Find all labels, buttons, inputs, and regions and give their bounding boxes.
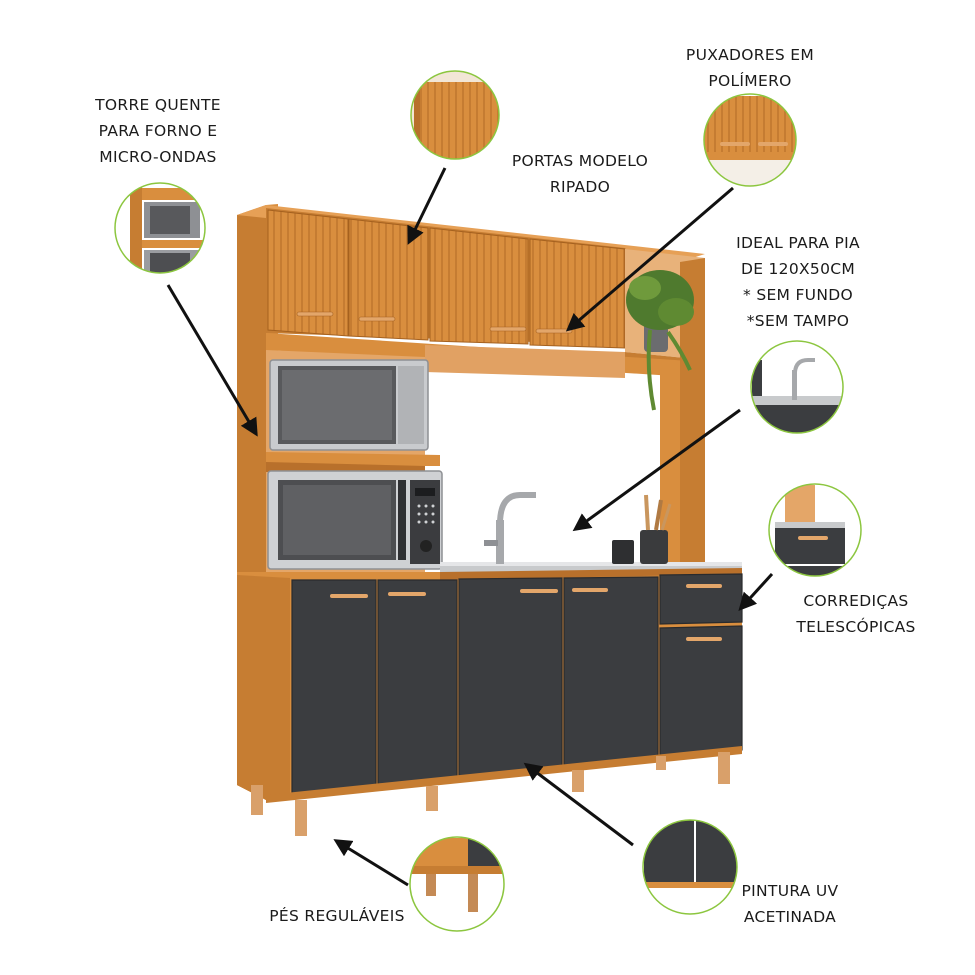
faucet (484, 492, 536, 564)
label-pintura-uv: PINTURA UV ACETINADA (700, 878, 880, 930)
label-line: TELESCÓPICAS (796, 618, 916, 636)
label-line: CORREDIÇAS (803, 592, 909, 610)
label-line: MICRO-ONDAS (99, 148, 217, 166)
callout-torre (114, 182, 206, 274)
dark-door-2 (377, 579, 458, 786)
label-torre-quente: TORRE QUENTE PARA FORNO E MICRO-ONDAS (68, 92, 248, 170)
callout-pes (409, 836, 505, 932)
ribbed-door-2 (348, 218, 429, 341)
ribbed-door-1 (267, 209, 349, 337)
label-line: PINTURA UV (741, 882, 839, 900)
arrow-pia (572, 408, 741, 532)
label-line: ACETINADA (743, 908, 837, 926)
ribbed-door-3 (429, 227, 529, 345)
dark-door-3 (458, 577, 563, 777)
label-line: RIPADO (549, 178, 611, 196)
label-ideal-pia: IDEAL PARA PIA DE 120X50CM * SEM FUNDO *… (708, 230, 888, 334)
right-side-panel (680, 258, 705, 565)
label-line: * SEM FUNDO (743, 286, 853, 304)
dark-door-4 (563, 576, 659, 766)
plant (626, 270, 694, 411)
dark-drawer (659, 573, 743, 625)
arrow-corredicas (738, 572, 774, 611)
callout-portas (410, 70, 500, 160)
label-line: TORRE QUENTE (95, 96, 221, 114)
label-line: PORTAS MODELO (511, 152, 649, 170)
arrow-pintura (523, 762, 634, 847)
label-line: POLÍMERO (708, 72, 792, 90)
callout-arrows (166, 167, 774, 887)
dark-door-1 (291, 579, 377, 796)
callout-pintura (642, 819, 738, 915)
arrow-puxadores (565, 186, 734, 332)
arrow-pes (333, 839, 409, 887)
arrow-portas (407, 167, 447, 245)
upper-microwave (269, 359, 429, 451)
label-line: IDEAL PARA PIA (736, 234, 860, 252)
label-line: DE 120X50CM (740, 260, 856, 278)
callout-corredicas (768, 483, 862, 577)
label-puxadores: PUXADORES EM POLÍMERO (660, 42, 840, 94)
label-pes-regulaveis: PÉS REGULÁVEIS (252, 903, 422, 929)
adjustable-feet (251, 752, 730, 836)
label-line: *SEM TAMPO (746, 312, 850, 330)
label-corredicas: CORREDIÇAS TELESCÓPICAS (756, 588, 956, 640)
label-portas-ripado: PORTAS MODELO RIPADO (490, 148, 670, 200)
lower-microwave (267, 470, 443, 570)
callout-puxadores (703, 93, 797, 187)
callout-pia (750, 340, 844, 434)
dark-door-5 (659, 625, 743, 757)
label-line: PÉS REGULÁVEIS (269, 907, 405, 925)
arrow-torre (166, 284, 258, 437)
label-line: PUXADORES EM (685, 46, 815, 64)
kitchen-cabinet (237, 204, 743, 836)
label-line: PARA FORNO E (98, 122, 218, 140)
